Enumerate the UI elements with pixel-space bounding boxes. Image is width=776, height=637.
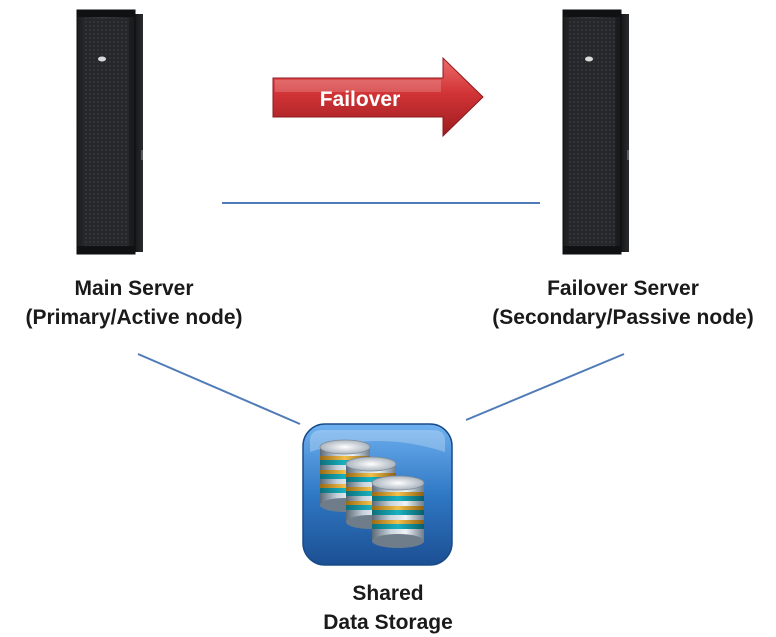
database-stack-icon — [302, 423, 453, 566]
failover-arrow-label: Failover — [320, 88, 401, 111]
main-server-label: Main Server (Primary/Active node) — [0, 274, 268, 332]
failover-server-role: (Secondary/Passive node) — [492, 306, 754, 329]
main-server-rack-icon — [76, 9, 143, 255]
shared-storage-label: Shared Data Storage — [268, 579, 508, 637]
failover-server-rack-icon — [562, 9, 629, 255]
failover-to-storage-connector — [465, 353, 625, 421]
failover-server-name: Failover Server — [547, 277, 699, 300]
main-to-storage-connector — [137, 353, 301, 425]
shared-storage-line1: Shared — [352, 582, 424, 605]
shared-storage-line2: Data Storage — [323, 611, 453, 634]
main-server-role: (Primary/Active node) — [25, 306, 243, 329]
main-server-name: Main Server — [74, 277, 194, 300]
failover-arrow-icon: Failover — [272, 56, 484, 138]
failover-server-label: Failover Server (Secondary/Passive node) — [470, 274, 776, 332]
